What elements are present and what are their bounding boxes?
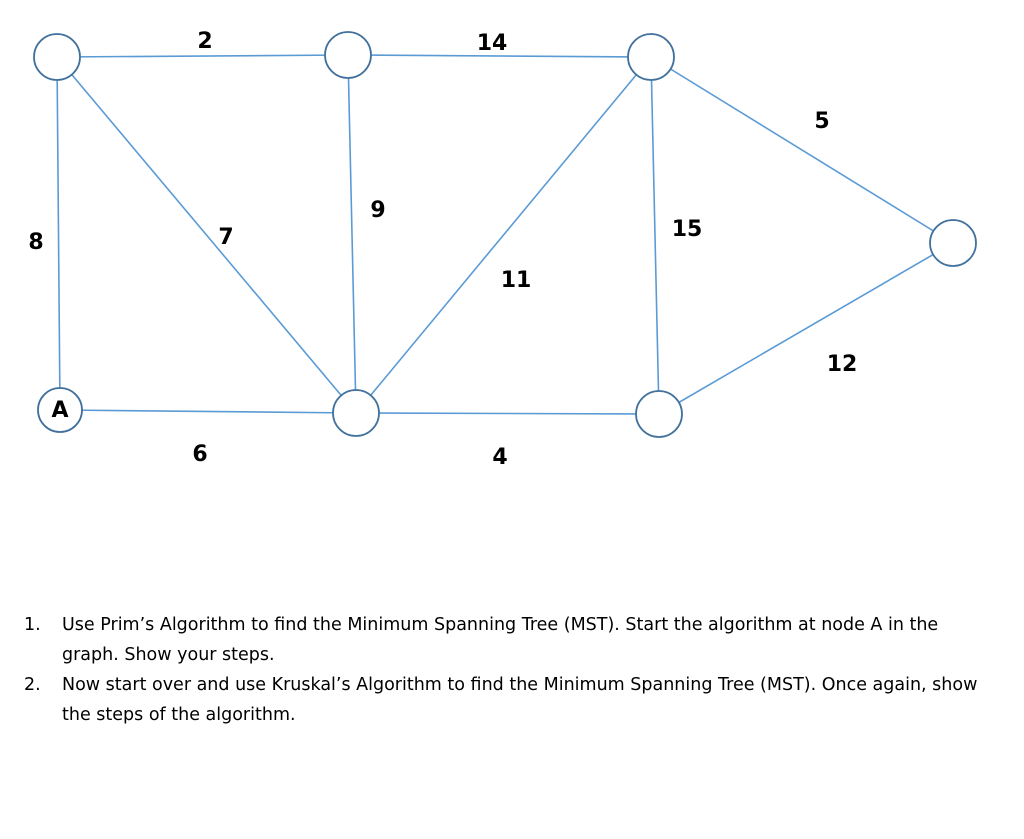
edge-weight-label: 7: [218, 225, 233, 250]
graph-diagram: 2 14 8 7 9 11 15 5 6 4 12 A: [28, 29, 977, 470]
edge-weight-label: 5: [814, 109, 829, 134]
edge-weight-label: 8: [28, 230, 43, 255]
edge-weight-label: 4: [492, 445, 507, 470]
question-text: Now start over and use Kruskal’s Algorit…: [62, 675, 978, 725]
node-n6: [635, 390, 683, 438]
edge-n1-A: [56, 56, 61, 411]
edge-n6-n7: [658, 242, 954, 415]
node-n3: [627, 33, 675, 81]
edge-weight-label: 9: [370, 198, 385, 223]
graph-edges: [56, 54, 954, 415]
question-list: 1. Use Prim’s Algorithm to find the Mini…: [24, 610, 984, 730]
edge-A-n5: [59, 409, 357, 414]
edge-n2-n5: [347, 54, 357, 414]
node-A: [37, 387, 83, 433]
edge-n3-n5: [355, 56, 652, 414]
edge-weight-label: 15: [672, 217, 703, 242]
edge-n3-n7: [650, 56, 954, 244]
question-text: Use Prim’s Algorithm to find the Minimum…: [62, 615, 939, 665]
question-number: 2.: [24, 675, 41, 695]
edge-n3-n6: [650, 56, 660, 415]
edge-n2-n3: [347, 54, 652, 58]
edge-n5-n6: [355, 412, 660, 415]
node-n1: [33, 33, 81, 81]
edge-n1-n5: [56, 56, 357, 414]
graph-nodes: A: [33, 31, 977, 438]
node-n7: [929, 219, 977, 267]
question-1: 1. Use Prim’s Algorithm to find the Mini…: [24, 610, 984, 670]
node-n5: [332, 389, 380, 437]
edge-weight-label: 2: [197, 29, 212, 54]
question-number: 1.: [24, 615, 41, 635]
edge-n1-n2: [56, 54, 349, 58]
question-2: 2. Now start over and use Kruskal’s Algo…: [24, 670, 984, 730]
edge-weight-label: 14: [477, 31, 508, 56]
edge-weight-label: 6: [192, 442, 207, 467]
edge-weights: 2 14 8 7 9 11 15 5 6 4 12: [28, 29, 857, 470]
edge-weight-label: 12: [827, 352, 858, 377]
edge-weight-label: 11: [501, 268, 532, 293]
node-n2: [324, 31, 372, 79]
node-label: A: [51, 398, 68, 423]
